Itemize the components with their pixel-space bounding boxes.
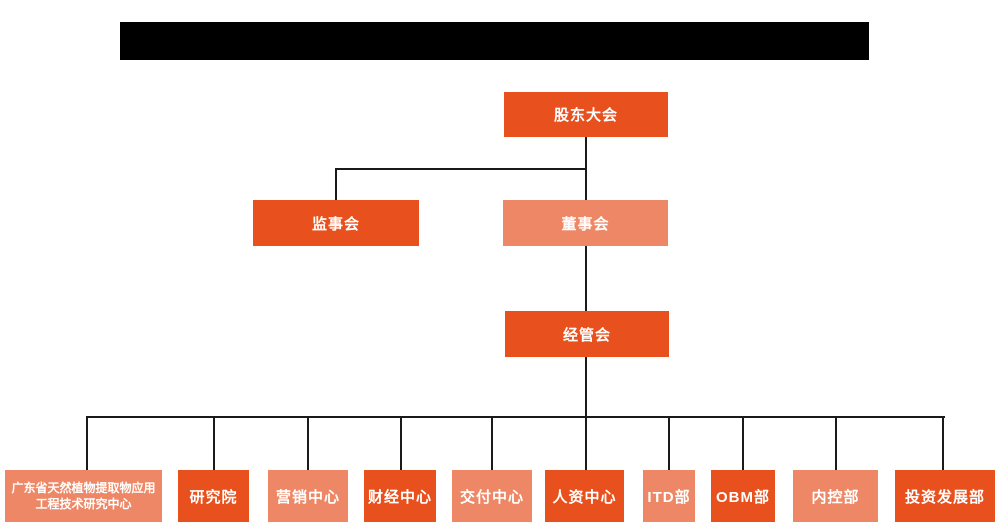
node-supervisory-board: 监事会 xyxy=(253,200,419,246)
connector-bus-line xyxy=(86,416,945,418)
node-research-institute: 研究院 xyxy=(178,470,249,522)
node-management-committee: 经管会 xyxy=(505,311,669,357)
connector-line xyxy=(742,416,744,470)
connector-line xyxy=(400,416,402,470)
node-guangdong-research-center: 广东省天然植物提取物应用工程技术研究中心 xyxy=(5,470,162,522)
connector-line xyxy=(335,168,337,200)
connector-line xyxy=(307,416,309,470)
node-internal-control-department: 内控部 xyxy=(793,470,878,522)
node-marketing-center: 营销中心 xyxy=(268,470,348,522)
node-board-of-directors: 董事会 xyxy=(503,200,668,246)
node-finance-center: 财经中心 xyxy=(364,470,436,522)
node-obm-department: OBM部 xyxy=(711,470,775,522)
connector-line xyxy=(491,416,493,470)
connector-line xyxy=(835,416,837,470)
connector-line xyxy=(585,137,587,200)
connector-line xyxy=(668,416,670,470)
node-hr-center: 人资中心 xyxy=(545,470,624,522)
redacted-title-bar xyxy=(120,22,869,60)
connector-line xyxy=(335,168,586,170)
node-itd-department: ITD部 xyxy=(643,470,695,522)
connector-line xyxy=(86,416,88,470)
node-delivery-center: 交付中心 xyxy=(452,470,532,522)
connector-line xyxy=(585,357,587,417)
connector-line xyxy=(942,416,944,470)
connector-line xyxy=(585,416,587,470)
connector-line xyxy=(585,246,587,311)
connector-line xyxy=(213,416,215,470)
node-shareholders-meeting: 股东大会 xyxy=(504,92,668,137)
node-investment-development-department: 投资发展部 xyxy=(895,470,995,522)
